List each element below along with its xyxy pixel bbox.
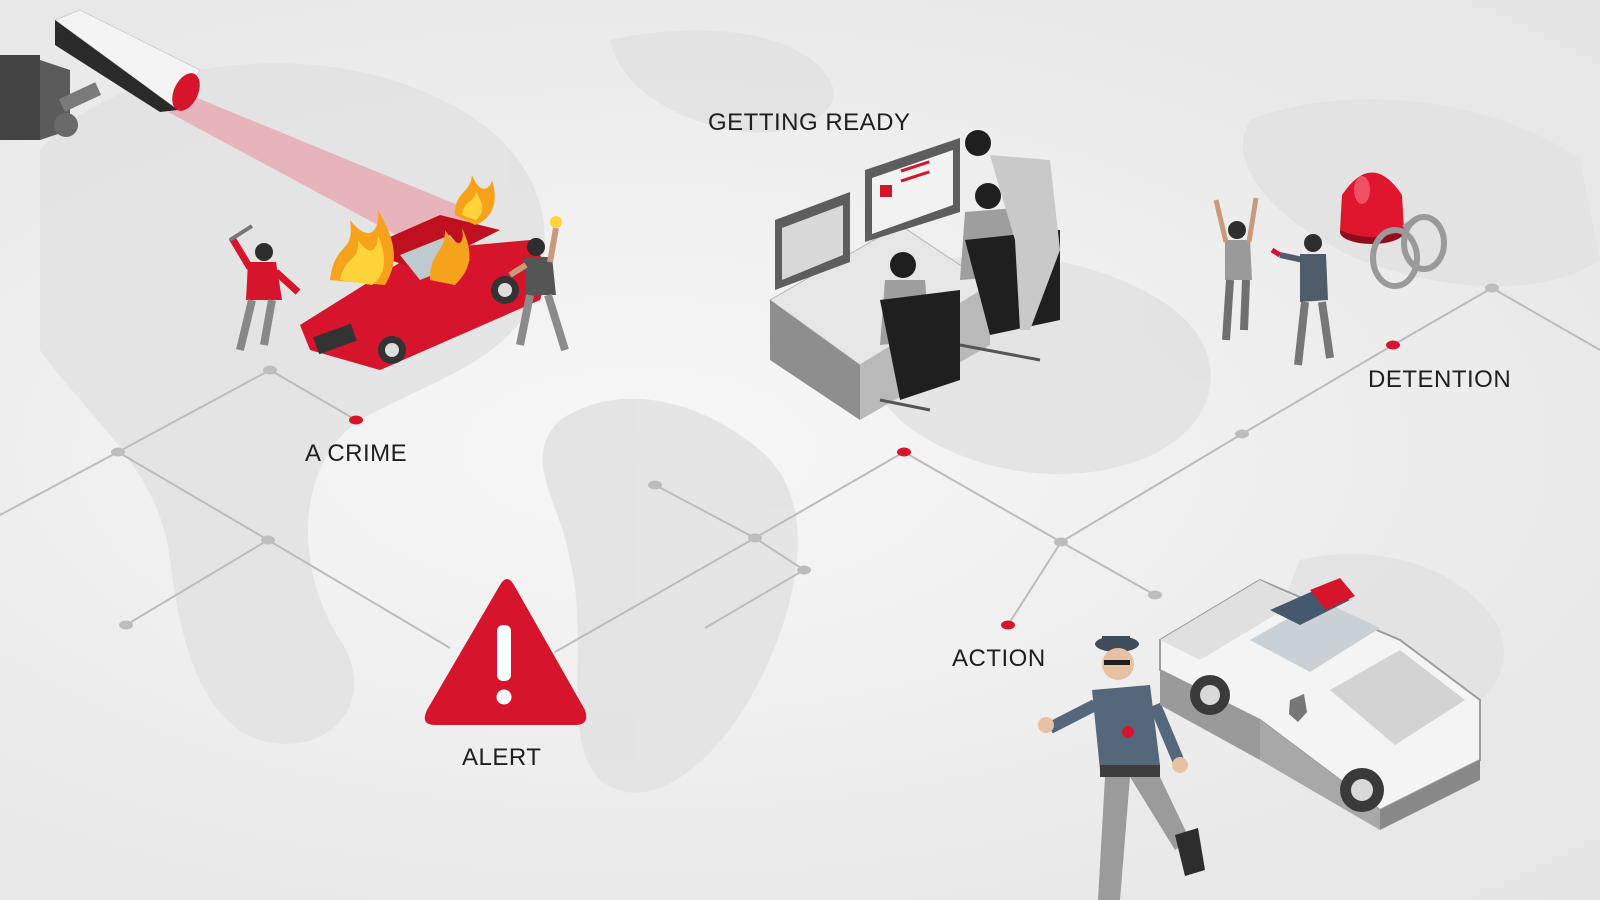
action-marker xyxy=(1001,620,1015,630)
burning-car-icon xyxy=(228,175,569,370)
handcuffs-icon xyxy=(1370,214,1447,289)
getting-ready-step-label: GETTING READY xyxy=(708,109,911,136)
police-car-icon xyxy=(1159,578,1481,830)
arrest-icon xyxy=(1213,197,1334,366)
detention-marker xyxy=(1386,340,1400,350)
alert-step-label: ALERT xyxy=(462,744,542,771)
action-step-label: ACTION xyxy=(952,645,1046,672)
control-room-icon xyxy=(769,130,1060,420)
crime-step-label: A CRIME xyxy=(305,440,408,467)
network-nodes xyxy=(111,283,1499,630)
step-markers xyxy=(349,340,1400,630)
detention-step-label: DETENTION xyxy=(1368,366,1512,393)
network-lines xyxy=(0,287,1600,653)
warning-triangle-icon xyxy=(424,579,587,725)
siren-light-icon xyxy=(1340,172,1404,244)
crime-marker xyxy=(349,415,363,425)
getting-ready-marker xyxy=(897,447,911,457)
police-officer-icon xyxy=(1038,636,1205,900)
